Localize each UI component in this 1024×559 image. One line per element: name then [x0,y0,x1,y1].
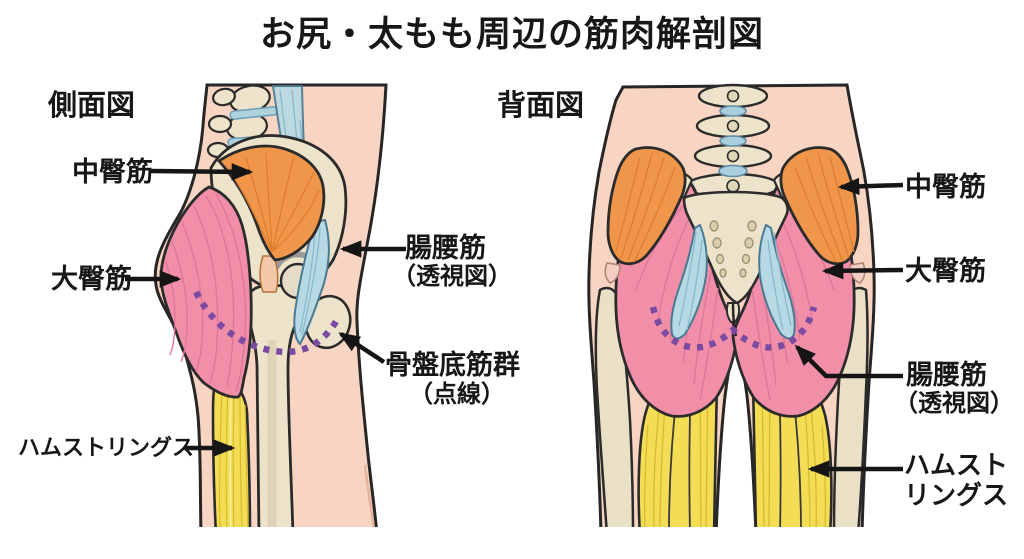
side-view-illustration [153,83,388,527]
back-gluteus-maximus-label: 大臀筋 [905,256,986,287]
back-iliopsoas-label: 腸腰筋 [906,360,987,391]
back-iliopsoas-fibers [678,231,792,331]
side-gluteus-medius-label: 中臀筋 [72,157,153,188]
side-hamstrings-fibers [219,384,249,527]
side-thigh-crease [363,464,375,527]
back-iliopsoas-arrow [794,344,903,379]
side-hamstrings-highlight [229,389,232,527]
back-gluteus-maximus-arrow [821,262,904,280]
side-iliopsoas-note: （透視図） [392,262,512,290]
back-gluteal-crease [731,301,738,337]
side-view-heading: 側面図 [48,88,136,122]
back-gluteus-medius-arrow [837,177,904,196]
back-sacral-foramina [709,220,757,278]
back-view-illustration [587,83,876,527]
back-gmed-tendon-left [604,262,621,284]
side-pelvic-floor-dotted-line [193,290,341,356]
side-gluteus-maximus-muscle [159,185,253,399]
label-arrows [125,163,904,478]
back-gluteus-medius-left [606,146,687,266]
back-iliopsoas-note: （透視図） [894,389,1014,417]
side-gluteus-maximus-label: 大臀筋 [51,264,132,295]
back-view-heading: 背面図 [497,88,585,122]
side-gluteus-medius-arrow [149,163,254,181]
page-title: お尻・太もも周辺の筋肉解剖図 [259,15,764,55]
side-pelvic-floor-label: 骨盤底筋群 [385,350,520,381]
side-pelvic-floor-arrow [338,332,386,364]
back-hamstrings-label-line1: ハムスト [904,451,1009,481]
back-gluteus-medius-label: 中臀筋 [905,172,986,203]
back-gluteus-medius-fibers [615,152,855,263]
side-pelvic-floor-note: （点線） [409,380,505,408]
back-hamstrings-label-line2: リングス [904,481,1009,511]
back-pelvic-floor-dotted-line [649,306,818,351]
side-hamstrings-label: ハムストリングス [18,436,195,461]
side-iliopsoas-label: 腸腰筋 [405,233,486,264]
side-gluteus-medius-tendon [259,255,279,293]
back-spinous-knobs [726,89,740,193]
side-iliopsoas-lower-fibers [299,227,321,336]
side-iliopsoas-lower [293,218,330,346]
